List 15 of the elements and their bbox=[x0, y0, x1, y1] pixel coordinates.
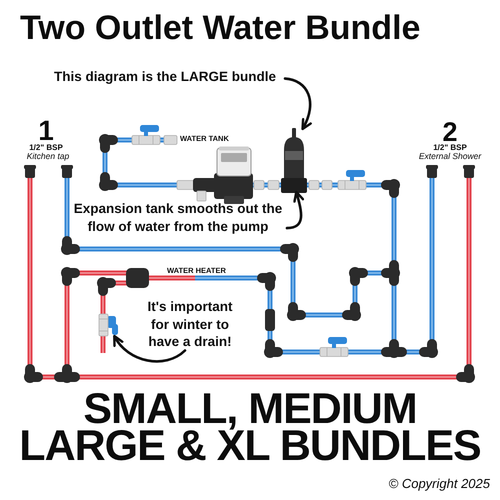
outlet-label: External Shower bbox=[418, 152, 482, 162]
callout-arrow bbox=[286, 190, 304, 230]
thread-size-label: 1/2" BSP bbox=[433, 143, 467, 152]
drain-valve bbox=[98, 313, 119, 337]
outlet-label: Kitchen tap bbox=[26, 152, 70, 162]
callout-text: This diagram is the LARGE bundle bbox=[45, 69, 285, 85]
tagline: SMALL, MEDIUM LARGE & XL BUNDLES bbox=[18, 391, 482, 465]
callout-arrow bbox=[113, 334, 186, 363]
expansion-tank bbox=[281, 128, 307, 193]
thread-size-label: 1/2" BSP bbox=[29, 143, 63, 152]
callout-text: It's important for winter to have a drain! bbox=[140, 298, 240, 350]
callout-arrow bbox=[284, 77, 312, 130]
copyright-notice: © Copyright 2025 bbox=[388, 477, 490, 492]
title: Two Outlet Water Bundle bbox=[20, 8, 420, 48]
callout-text: Expansion tank smooths out the flow of water from the pump bbox=[69, 200, 287, 236]
